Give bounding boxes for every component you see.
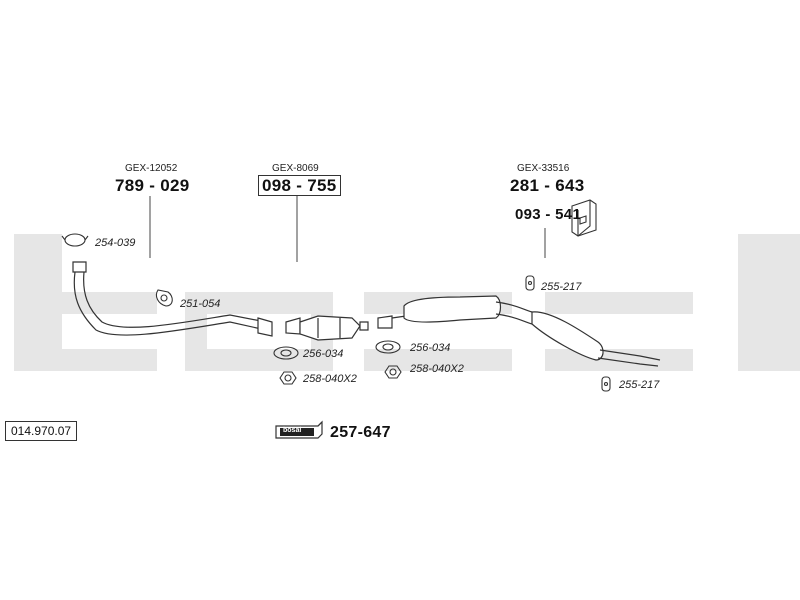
catalytic-converter (285, 315, 369, 341)
rubber-mount-icon (525, 275, 535, 291)
rear-silencer-assembly (377, 295, 661, 367)
hanger-icon (155, 289, 173, 307)
oe-reference-catalyst: GEX-8069 (272, 163, 319, 174)
assembly-kit-icon (275, 420, 323, 439)
label-hanger: 251-054 (180, 298, 221, 310)
nut-icon (279, 371, 297, 385)
label-rubber-mount-bottom: 255-217 (619, 379, 660, 391)
gasket-icon (375, 340, 401, 354)
label-nut-right: 258-040X2 (410, 363, 464, 375)
rubber-mount-icon (601, 376, 611, 392)
oe-reference-silencer: GEX-33516 (517, 163, 570, 174)
label-gasket-left: 256-034 (303, 348, 344, 360)
part-number-rear-silencer: 281 - 643 (510, 176, 585, 195)
nut-icon (384, 365, 402, 379)
clamp-icon (61, 233, 89, 247)
oe-reference-front: GEX-12052 (125, 163, 178, 174)
label-clamp: 254-039 (95, 237, 136, 249)
gasket-icon (273, 346, 299, 360)
catalog-number: 014.970.07 (5, 421, 78, 441)
label-nut-left: 258-040X2 (303, 373, 357, 385)
mounting-bracket-icon (571, 199, 597, 237)
label-rubber-mount-top: 255-217 (541, 281, 582, 293)
part-number-assembly-kit: 257-647 (330, 424, 391, 441)
watermark-logo (14, 234, 800, 371)
part-number-mounting-bracket: 093 - 541 (515, 206, 582, 223)
part-number-catalyst: 098 - 755 (258, 175, 341, 196)
part-number-front-pipe: 789 - 029 (115, 176, 190, 195)
front-pipe (72, 261, 273, 337)
label-gasket-right: 256-034 (410, 342, 451, 354)
assembly-kit-logo: bosal (283, 427, 302, 434)
